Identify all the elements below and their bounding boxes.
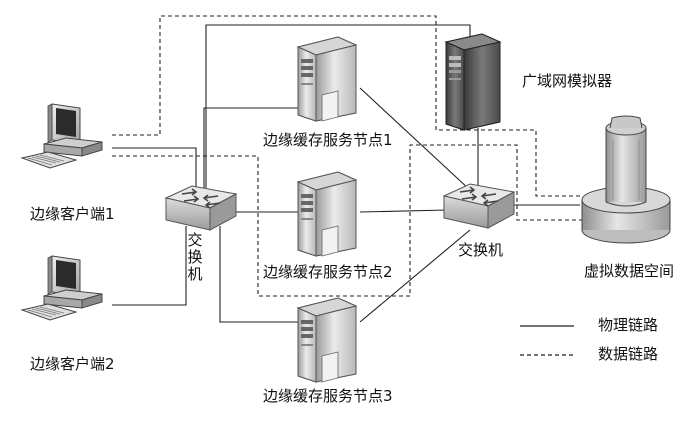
- server2-label: 边缘缓存服务节点2: [263, 263, 393, 281]
- wan-simulator-label: 广域网模拟器: [522, 72, 613, 90]
- link-switch-wan: [205, 24, 471, 190]
- switch-left-node[interactable]: [165, 185, 237, 231]
- dlink-client1-wan: [112, 15, 582, 197]
- server1-node[interactable]: [297, 36, 357, 122]
- switch-right-label: 交换机: [458, 241, 504, 259]
- legend-data-label: 数据链路: [598, 345, 659, 363]
- physical-links: [112, 24, 580, 323]
- virtual-data-space-label: 虚拟数据空间: [584, 262, 675, 280]
- client2-label: 边缘客户端2: [30, 355, 115, 373]
- switch-left-label: 交换机: [187, 231, 203, 283]
- dlink-client1-vds: [112, 144, 582, 297]
- virtual-data-space-node[interactable]: [581, 115, 671, 244]
- wan-simulator-node[interactable]: [444, 33, 502, 131]
- link-switch-server1: [203, 107, 300, 190]
- server3-node[interactable]: [297, 297, 357, 383]
- server3-label: 边缘缓存服务节点3: [263, 387, 393, 405]
- client1-node[interactable]: [21, 103, 103, 169]
- server2-node[interactable]: [297, 171, 357, 257]
- link-client1-switch: [112, 147, 197, 190]
- link-server1-switch: [359, 87, 471, 191]
- client2-node[interactable]: [21, 255, 103, 321]
- link-server3-switch: [359, 229, 471, 323]
- switch-right-node[interactable]: [443, 183, 515, 229]
- legend-physical-label: 物理链路: [598, 316, 659, 334]
- client1-label: 边缘客户端1: [30, 205, 115, 223]
- link-server2-switch: [359, 209, 448, 213]
- server1-label: 边缘缓存服务节点1: [263, 131, 393, 149]
- link-client2-switch: [112, 226, 187, 306]
- link-switch-server3: [219, 226, 300, 323]
- data-links: [112, 15, 582, 297]
